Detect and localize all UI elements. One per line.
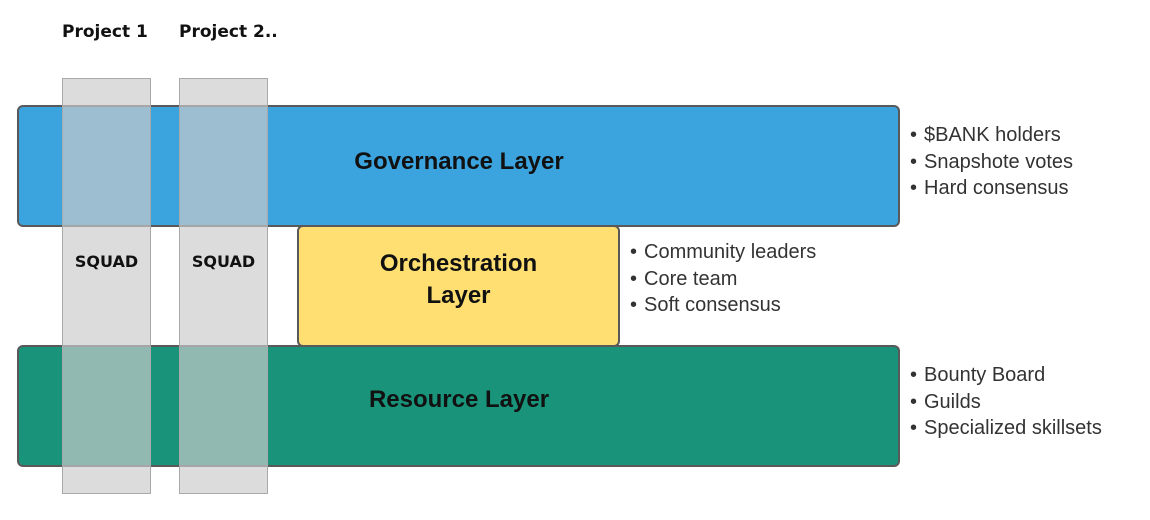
resource-bullet-list: Bounty Board Guilds Specialized skillset… <box>910 362 1102 442</box>
orchestration-title-line2: Layer <box>426 282 491 309</box>
resource-layer-title: Resource Layer <box>368 386 550 413</box>
resource-bullet: Guilds <box>910 389 1102 416</box>
orchestration-layer-box <box>297 225 620 347</box>
squad-column-2 <box>179 78 268 494</box>
orchestration-bullet-list: Community leaders Core team Soft consens… <box>630 239 816 319</box>
project-1-label: Project 1 <box>62 22 148 42</box>
orchestration-bullet: Community leaders <box>630 239 816 266</box>
orchestration-layer-title: Orchestration Layer <box>297 248 620 312</box>
squad-label-2: SQUAD <box>191 252 256 271</box>
project-2-label: Project 2.. <box>179 22 278 42</box>
resource-bullet: Bounty Board <box>910 362 1102 389</box>
governance-layer-title: Governance Layer <box>354 148 564 175</box>
governance-bullet: $BANK holders <box>910 122 1073 149</box>
governance-bullet: Hard consensus <box>910 175 1073 202</box>
governance-bullet-list: $BANK holders Snapshote votes Hard conse… <box>910 122 1073 202</box>
governance-layer-box <box>17 105 900 227</box>
resource-layer-box <box>17 345 900 467</box>
orchestration-title-line1: Orchestration <box>379 250 538 277</box>
resource-bullet: Specialized skillsets <box>910 415 1102 442</box>
governance-bullet: Snapshote votes <box>910 149 1073 176</box>
orchestration-bullet: Core team <box>630 266 816 293</box>
orchestration-bullet: Soft consensus <box>630 292 816 319</box>
squad-label-1: SQUAD <box>74 252 139 271</box>
squad-column-1 <box>62 78 151 494</box>
